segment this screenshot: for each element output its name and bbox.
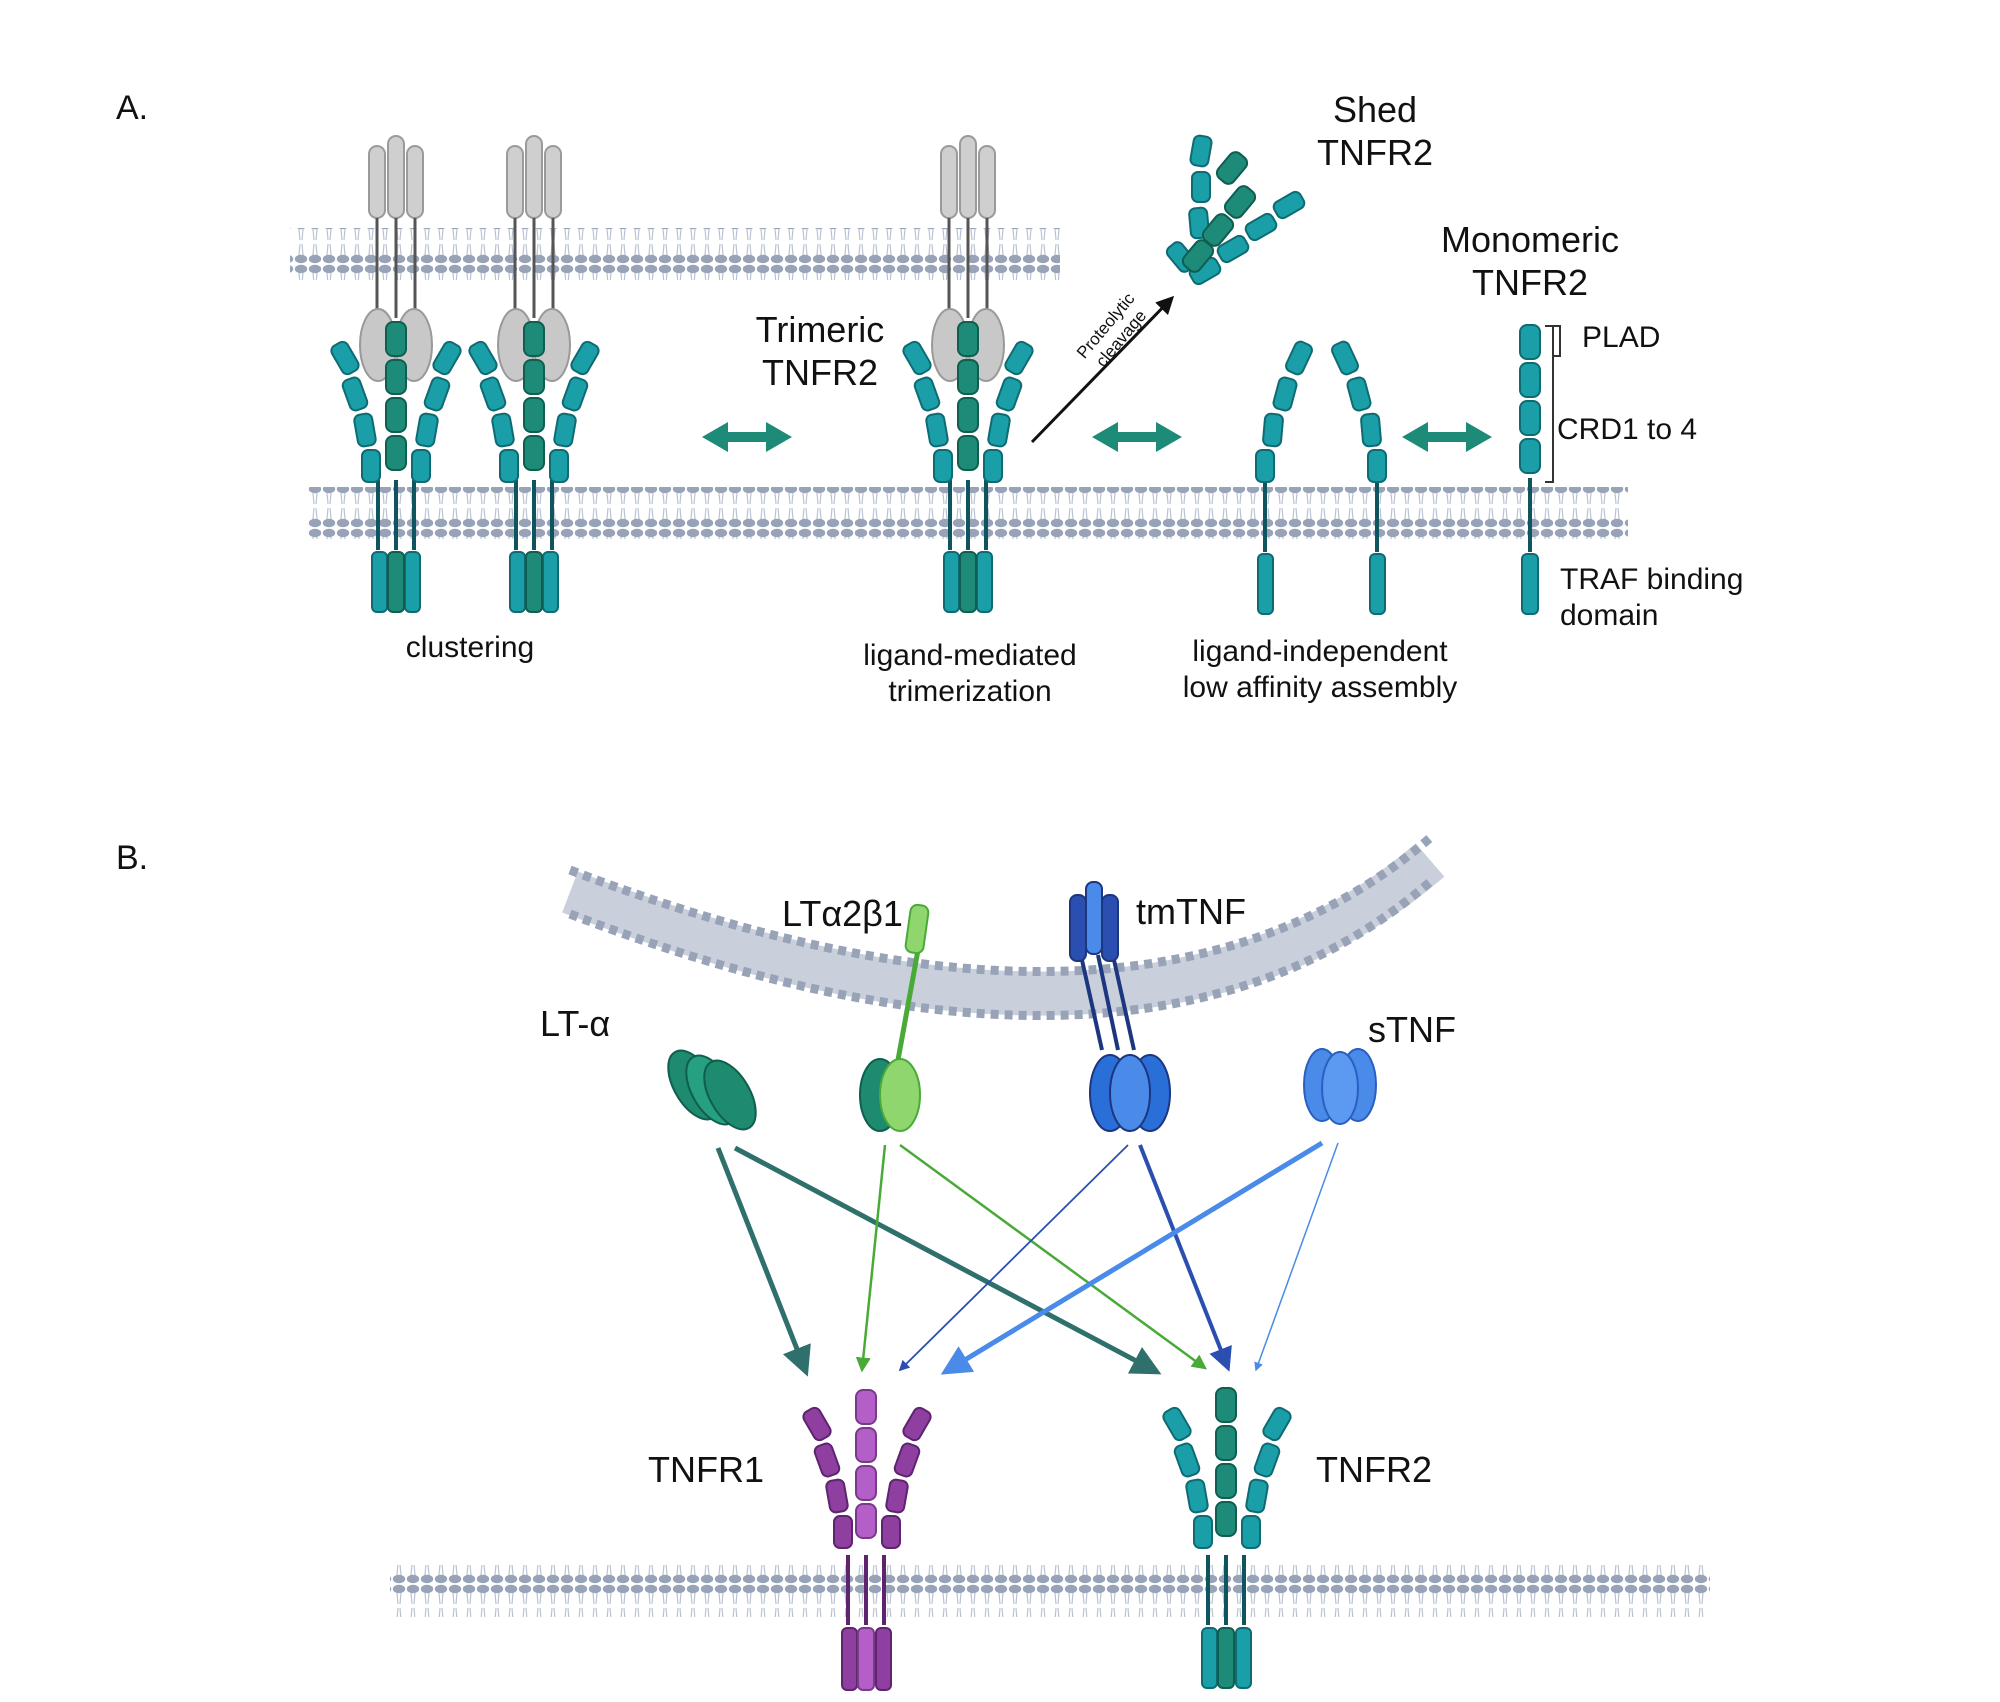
crd-bracket bbox=[1545, 325, 1554, 483]
double-arrow-3 bbox=[1402, 422, 1492, 452]
tmtnf-ligand bbox=[1069, 881, 1171, 1132]
ligand-mediated-line2: trimerization bbox=[888, 675, 1052, 708]
stnf-label: sTNF bbox=[1368, 1009, 1456, 1050]
double-arrow-2 bbox=[1092, 422, 1182, 452]
stnf-trimer bbox=[1303, 1048, 1377, 1125]
traf-binding-label: TRAF binding domain bbox=[1560, 562, 1743, 634]
ligand-mediated-label: ligand-mediated trimerization bbox=[840, 638, 1100, 710]
panel-a-letter: A. bbox=[116, 89, 149, 127]
arrow-lta2b1-tnfr2 bbox=[899, 1143, 1208, 1370]
trimeric-receptor bbox=[902, 135, 1034, 613]
monomeric-tnfr2 bbox=[1519, 324, 1561, 615]
tnfr2-label: TNFR2 bbox=[1316, 1449, 1432, 1490]
arrow-tmtnf-tnfr2 bbox=[1138, 1144, 1232, 1372]
traf-line2: domain bbox=[1560, 599, 1659, 632]
tnfr1-label: TNFR1 bbox=[648, 1449, 764, 1490]
shed-tnfr2-line2: TNFR2 bbox=[1317, 132, 1433, 174]
tnfr1-receptor bbox=[802, 1389, 932, 1691]
clustered-receptor-1 bbox=[330, 135, 462, 613]
lta2b1-label: LTα2β1 bbox=[782, 893, 903, 934]
shed-tnfr2-label: Shed TNFR2 bbox=[1300, 88, 1450, 174]
arrow-stnf-tnfr2 bbox=[1254, 1142, 1339, 1372]
lt-alpha-trimer bbox=[667, 1049, 757, 1131]
monomeric-tnfr2-label: Monomeric TNFR2 bbox=[1410, 218, 1650, 304]
trimeric-tnfr2-line2: TNFR2 bbox=[762, 352, 878, 394]
ligand-independent-line1: ligand-independent bbox=[1192, 635, 1448, 668]
trimeric-tnfr2-label: Trimeric TNFR2 bbox=[735, 308, 905, 394]
monomeric-tnfr2-line1: Monomeric bbox=[1440, 219, 1620, 260]
arrow-ltalpha-tnfr2 bbox=[733, 1145, 1162, 1375]
lt-alpha-label: LT-α bbox=[540, 1003, 611, 1044]
ligand-independent-label: ligand-independent low affinity assembly bbox=[1160, 634, 1480, 706]
arrow-lta2b1-tnfr1 bbox=[855, 1144, 887, 1373]
shed-tnfr2 bbox=[1165, 134, 1306, 286]
shed-tnfr2-line1: Shed bbox=[1332, 89, 1418, 130]
clustered-receptor-2 bbox=[468, 135, 600, 613]
tnfr2-receptor bbox=[1162, 1387, 1292, 1689]
low-affinity-assembly bbox=[1255, 340, 1387, 615]
arrow-stnf-tnfr1 bbox=[940, 1140, 1324, 1375]
cleavage-arrow bbox=[1030, 295, 1175, 444]
ligand-independent-line2: low affinity assembly bbox=[1182, 671, 1458, 704]
membrane-top-a bbox=[290, 228, 1060, 280]
traf-line1: TRAF binding bbox=[1560, 563, 1744, 596]
membrane-bottom-b bbox=[390, 1565, 1710, 1617]
tmtnf-label: tmTNF bbox=[1136, 891, 1246, 932]
double-arrow-1 bbox=[702, 422, 792, 452]
lta2b1-ligand bbox=[859, 903, 930, 1132]
crd-label: CRD1 to 4 bbox=[1557, 413, 1698, 446]
arrow-ltalpha-tnfr1 bbox=[715, 1147, 811, 1377]
plad-bracket bbox=[1552, 325, 1561, 357]
trimeric-tnfr2-line1: Trimeric bbox=[755, 309, 885, 350]
plad-label: PLAD bbox=[1582, 321, 1661, 354]
ligand-mediated-line1: ligand-mediated bbox=[863, 639, 1077, 672]
monomeric-tnfr2-line2: TNFR2 bbox=[1472, 262, 1588, 304]
arrow-tmtnf-tnfr1 bbox=[898, 1144, 1129, 1372]
clustering-label: clustering bbox=[405, 631, 535, 664]
membrane-curved-b bbox=[562, 843, 1445, 1016]
panel-b-letter: B. bbox=[116, 839, 149, 877]
